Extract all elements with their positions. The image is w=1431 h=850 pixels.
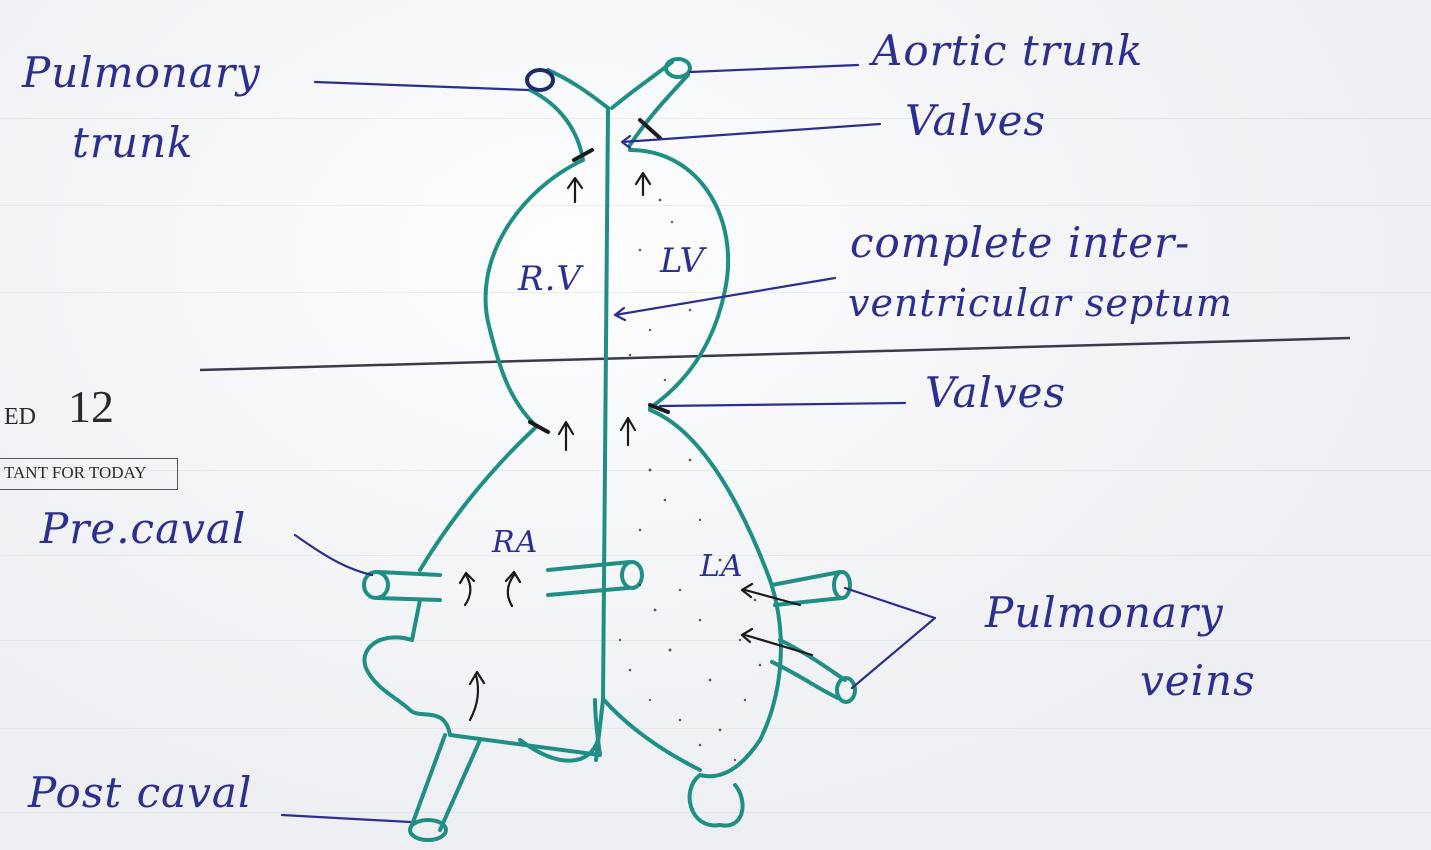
- leader-pulmonary-trunk: [315, 82, 528, 90]
- flow-arrow-pre-caval: [460, 573, 474, 605]
- printed-day-number: 12: [68, 380, 114, 433]
- pulmonary-trunk-opening: [527, 70, 553, 90]
- inner-tube-opening: [622, 562, 642, 588]
- label-lv: LV: [660, 244, 705, 278]
- post-caval-vessel: [412, 735, 480, 830]
- aortic-trunk-opening: [666, 59, 690, 77]
- printed-banner: TANT FOR TODAY: [4, 463, 147, 483]
- left-atrium-wall: [650, 410, 781, 826]
- label-septum-line2: ventricular septum: [848, 284, 1233, 322]
- leader-pulmonary-veins: [845, 588, 935, 688]
- flow-arrow-vein-lower: [742, 629, 812, 655]
- septum-lower-right: [604, 700, 700, 770]
- divider-line: [200, 338, 1350, 370]
- label-pulmonary-veins-line2: veins: [1140, 660, 1256, 702]
- flow-arrow-lv: [636, 173, 650, 195]
- interventricular-septum: [596, 108, 608, 760]
- pulmonary-trunk-vessel: [530, 70, 608, 160]
- leader-post-caval: [282, 815, 410, 822]
- flow-arrow-post-caval: [470, 672, 484, 720]
- label-aortic-trunk: Aortic trunk: [872, 30, 1143, 72]
- flow-arrow-ra-inner: [506, 572, 520, 606]
- label-rv: R.V: [518, 262, 582, 296]
- label-pre-caval: Pre.caval: [40, 508, 246, 550]
- flow-arrow-la-up: [621, 418, 635, 445]
- pulmonary-vein-lower: [772, 640, 845, 698]
- label-la: LA: [700, 552, 744, 582]
- label-valves-mid: Valves: [925, 372, 1066, 414]
- leader-valves-mid: [660, 403, 905, 406]
- label-ra: RA: [492, 528, 538, 558]
- label-post-caval: Post caval: [28, 772, 252, 814]
- pulmonary-vein-upper-opening: [834, 572, 850, 598]
- label-pulmonary-trunk-line2: trunk: [72, 122, 194, 164]
- flow-arrow-rv: [568, 178, 582, 202]
- pre-caval-opening: [364, 572, 388, 598]
- leader-aortic-trunk: [690, 65, 858, 72]
- flow-arrow-ra-up: [559, 422, 573, 450]
- printed-ed-label: ED: [4, 404, 36, 431]
- leader-pre-caval: [295, 535, 372, 575]
- label-pulmonary-trunk-line1: Pulmonary: [22, 52, 261, 94]
- label-pulmonary-veins-line1: Pulmonary: [985, 592, 1224, 634]
- label-valves-top: Valves: [905, 100, 1046, 142]
- inner-tube: [548, 562, 630, 595]
- aortic-trunk-vessel: [612, 62, 688, 145]
- label-septum-line1: complete inter-: [850, 222, 1190, 264]
